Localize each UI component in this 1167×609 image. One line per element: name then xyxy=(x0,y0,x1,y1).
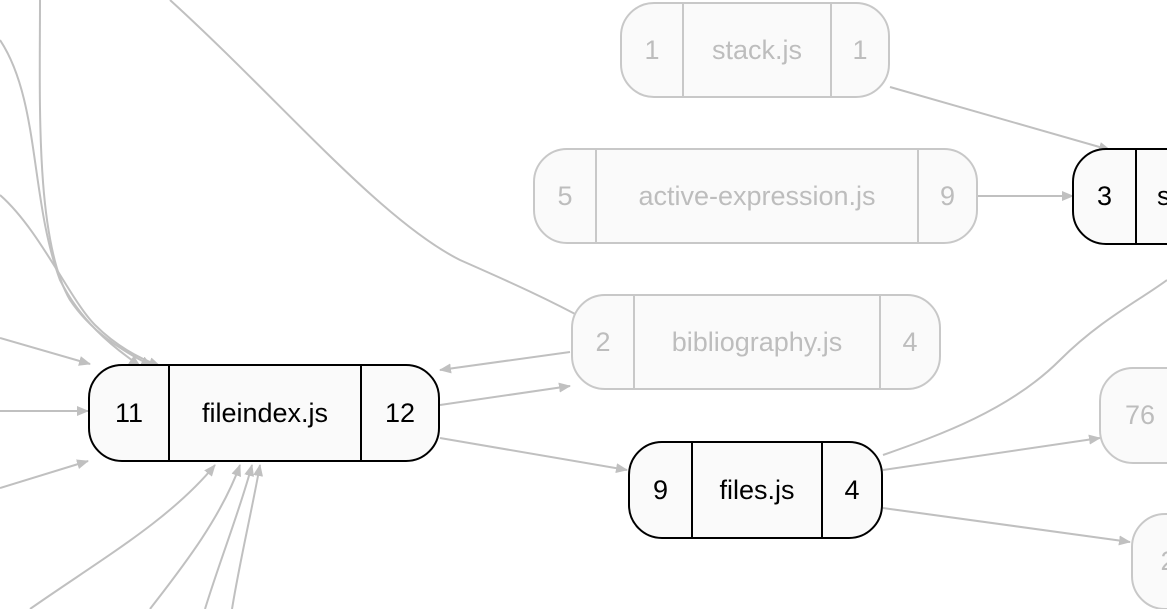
edge-in-fileindex-7 xyxy=(29,464,216,609)
node-fileindex-in-count: 11 xyxy=(114,397,144,428)
edge-in-fileindex-9 xyxy=(204,464,254,609)
edge-in-fileindex-1 xyxy=(0,337,91,366)
node-active-expression-out-count: 9 xyxy=(939,180,956,211)
node-76-in-count: 76 xyxy=(1124,400,1156,430)
node-fileindex[interactable]: 11 fileindex.js 12 xyxy=(88,364,440,462)
edge-files-to-2 xyxy=(882,507,1131,546)
node-fileindex-out-count: 12 xyxy=(384,397,416,428)
edge-files-to-s xyxy=(882,279,1167,456)
node-2-in-count: 2 xyxy=(1133,515,1167,608)
node-files-name: files.js xyxy=(691,443,823,537)
edge-fileindex-to-files xyxy=(439,437,628,474)
node-bibliography-in-count: 2 xyxy=(595,326,611,357)
edge-bibliography-to-fileindex xyxy=(439,351,571,374)
node-bibliography-out-count: 4 xyxy=(902,326,918,357)
node-active-expression-in-count: 5 xyxy=(557,180,573,211)
node-76-partial[interactable]: 76 xyxy=(1099,367,1167,464)
edge-to-bibliography xyxy=(169,0,591,323)
edge-in-fileindex-4 xyxy=(0,39,141,367)
node-files-in-count: 9 xyxy=(652,474,669,505)
node-s-name: s xyxy=(1135,150,1167,243)
node-stack-out-count: 1 xyxy=(852,34,868,65)
edge-fileindex-to-bibliography xyxy=(439,382,571,406)
node-bibliography[interactable]: 2 bibliography.js 4 xyxy=(571,294,941,390)
node-active-expression[interactable]: 5 active-expression.js 9 xyxy=(533,148,978,244)
edge-in-fileindex-3 xyxy=(0,459,89,489)
edge-in-fileindex-8 xyxy=(149,464,241,609)
node-fileindex-name: fileindex.js xyxy=(168,366,362,460)
edge-stack-to-s xyxy=(889,86,1111,152)
node-stack[interactable]: 1 stack.js 1 xyxy=(620,2,890,98)
node-stack-in-count: 1 xyxy=(644,34,660,65)
node-s-in-count: 3 xyxy=(1096,181,1113,211)
node-s-partial[interactable]: 3 s xyxy=(1072,148,1167,245)
node-2-partial[interactable]: 2 xyxy=(1131,513,1167,609)
edge-files-to-76 xyxy=(882,434,1101,471)
edge-in-fileindex-5 xyxy=(38,0,153,367)
node-stack-name: stack.js xyxy=(682,4,832,96)
node-files-out-count: 4 xyxy=(844,474,860,505)
node-files[interactable]: 9 files.js 4 xyxy=(628,441,883,539)
node-active-expression-name: active-expression.js xyxy=(595,150,919,242)
edge-in-fileindex-10 xyxy=(231,464,263,609)
node-bibliography-name: bibliography.js xyxy=(633,296,881,388)
edge-in-fileindex-6 xyxy=(0,194,161,367)
